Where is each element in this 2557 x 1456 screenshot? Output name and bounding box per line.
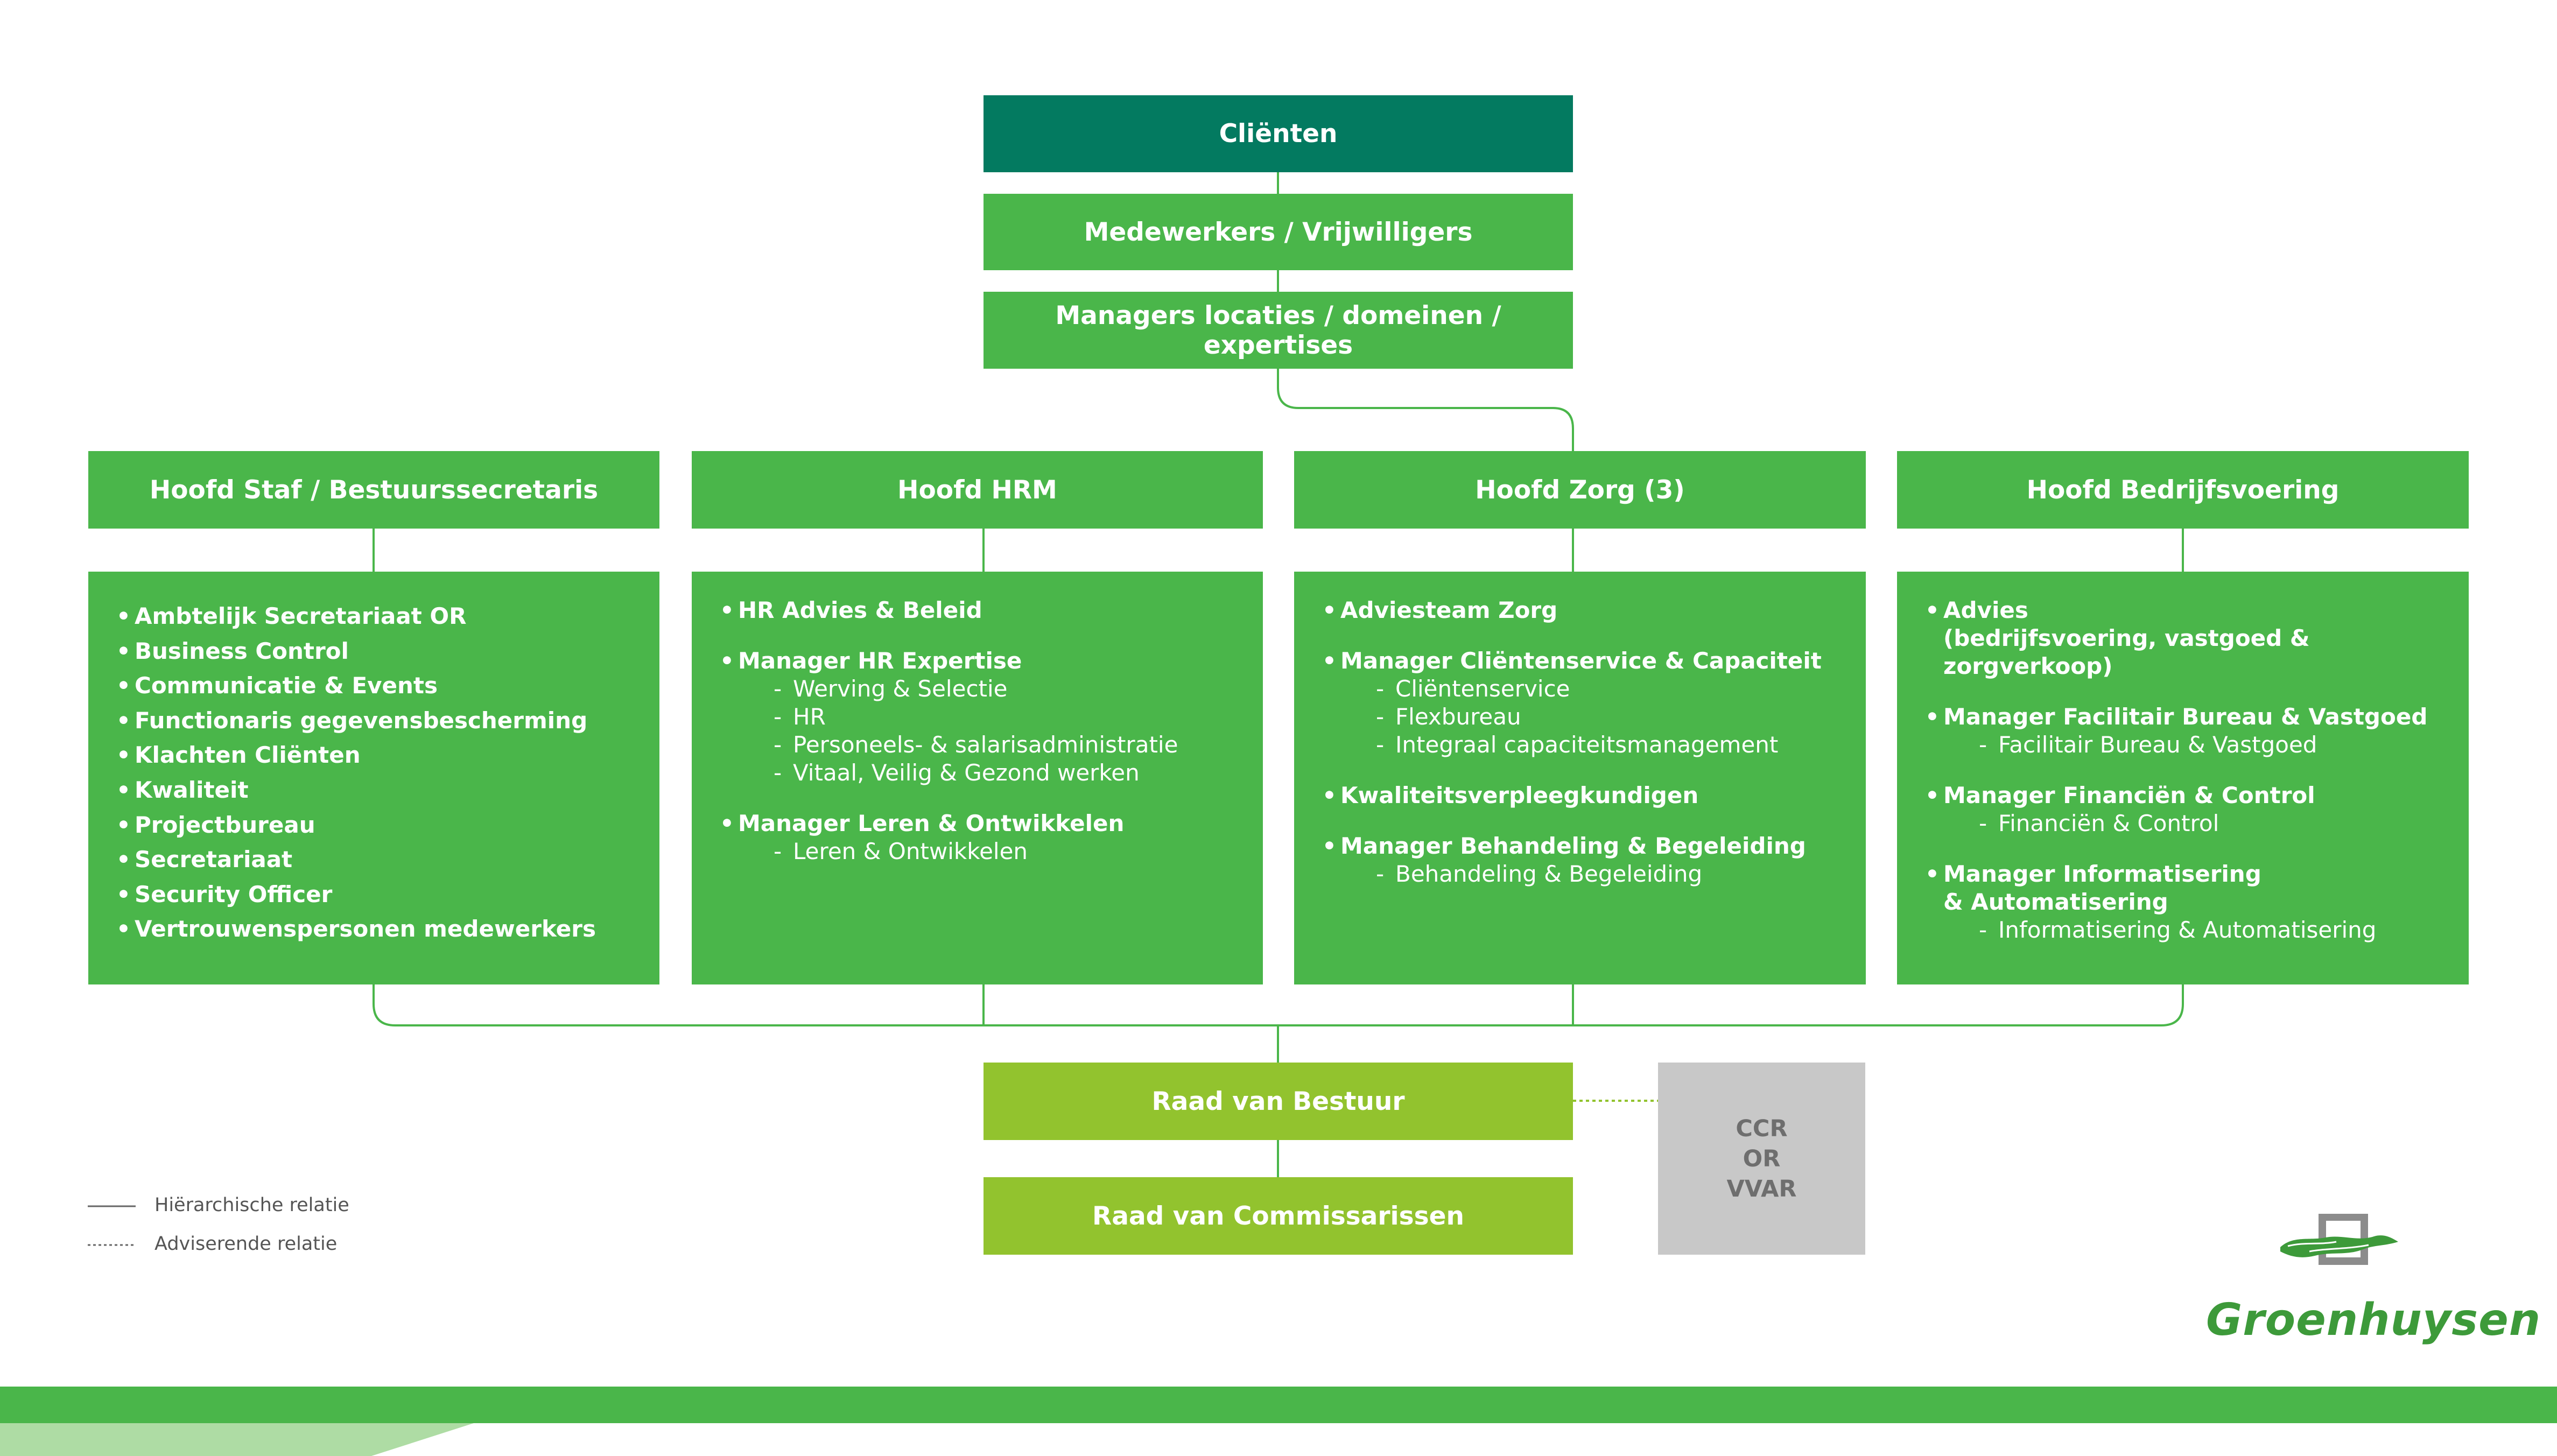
zorg-group: Manager Behandeling & Begeleiding Behand… [1322, 832, 1866, 888]
advisory-vvar: VVAR [1726, 1175, 1797, 1202]
medewerkers-label: Medewerkers / Vrijwilligers [1084, 217, 1473, 247]
hrm-group: Manager HR Expertise Werving & Selectie … [720, 647, 1263, 787]
head-staf-label: Hoofd Staf / Bestuurssecretaris [149, 475, 599, 505]
staf-item: Functionaris gegevensbescherming [116, 704, 659, 738]
bedrijf-group-title: Manager Financiën & Control [1943, 782, 2315, 808]
staf-item: Secretariaat [116, 842, 659, 877]
staf-item: Communicatie & Events [116, 669, 659, 704]
staf-item: Klachten Cliënten [116, 738, 659, 773]
bedrijf-sub-item: Financiën & Control [1943, 810, 2469, 838]
medewerkers-box: Medewerkers / Vrijwilligers [984, 194, 1573, 270]
staf-item: Kwaliteit [116, 773, 659, 808]
bedrijf-group: Manager Financiën & Control Financiën & … [1925, 782, 2469, 838]
bedrijf-group-title: Manager Facilitair Bureau & Vastgoed [1943, 704, 2428, 730]
head-bedrijfsvoering-label: Hoofd Bedrijfsvoering [2026, 475, 2340, 505]
bedrijf-group-continuation: & Automatisering [1943, 889, 2168, 915]
zorg-group-title: Manager Behandeling & Begeleiding [1340, 833, 1806, 859]
raad-van-commissarissen-box: Raad van Commissarissen [984, 1177, 1573, 1255]
head-staf-box: Hoofd Staf / Bestuurssecretaris [88, 451, 659, 529]
zorg-sub-item: Flexbureau [1340, 703, 1866, 731]
head-zorg-box: Hoofd Zorg (3) [1294, 451, 1866, 529]
advisory-or: OR [1743, 1145, 1781, 1172]
head-bedrijfsvoering-box: Hoofd Bedrijfsvoering [1897, 451, 2469, 529]
hrm-sub-item: Vitaal, Veilig & Gezond werken [738, 759, 1263, 787]
zorg-group: Adviesteam Zorg [1322, 596, 1866, 624]
zorg-group-title: Manager Cliëntenservice & Capaciteit [1340, 648, 1822, 674]
managers-label: Managers locaties / domeinen / expertise… [1055, 300, 1501, 360]
hrm-sub-item: Werving & Selectie [738, 675, 1263, 703]
groenhuysen-logo-text: Groenhuysen [2206, 1295, 2541, 1346]
hrm-sub-item: Leren & Ontwikkelen [738, 838, 1263, 866]
managers-box: Managers locaties / domeinen / expertise… [984, 292, 1573, 369]
hrm-group: HR Advies & Beleid [720, 596, 1263, 624]
bedrijf-group: Advies (bedrijfsvoering, vastgoed & zorg… [1925, 596, 2469, 680]
bedrijf-group: Manager Facilitair Bureau & Vastgoed Fac… [1925, 703, 2469, 759]
bedrijf-group-title: Manager Informatisering [1943, 861, 2261, 887]
zorg-group-title: Adviesteam Zorg [1340, 597, 1558, 623]
zorg-panel: Adviesteam Zorg Manager Cliëntenservice … [1294, 572, 1866, 984]
hrm-group-title: Manager HR Expertise [738, 648, 1022, 674]
raad-van-bestuur-label: Raad van Bestuur [1151, 1086, 1405, 1116]
hrm-group-title: Manager Leren & Ontwikkelen [738, 810, 1125, 836]
clienten-label: Cliënten [1219, 119, 1338, 149]
groenhuysen-logo-icon [2280, 1214, 2398, 1265]
bedrijfsvoering-panel: Advies (bedrijfsvoering, vastgoed & zorg… [1897, 572, 2469, 984]
clienten-box: Cliënten [984, 95, 1573, 172]
bedrijf-sub-item: Informatisering & Automatisering [1943, 916, 2469, 944]
legend-adviserend: Adviserende relatie [154, 1233, 338, 1255]
staf-item: Vertrouwenspersonen medewerkers [116, 912, 659, 947]
staf-item: Security Officer [116, 877, 659, 912]
hrm-sub-item: Personeels- & salarisadministratie [738, 731, 1263, 759]
zorg-group: Kwaliteitsverpleegkundigen [1322, 782, 1866, 810]
raad-van-bestuur-box: Raad van Bestuur [984, 1063, 1573, 1140]
staf-item: Projectbureau [116, 808, 659, 843]
bedrijf-group-continuation: (bedrijfsvoering, vastgoed & zorgverkoop… [1943, 625, 2310, 679]
raad-van-commissarissen-label: Raad van Commissarissen [1092, 1201, 1464, 1231]
zorg-sub-item: Integraal capaciteitsmanagement [1340, 731, 1866, 759]
advisory-ccr: CCR [1736, 1115, 1788, 1142]
head-zorg-label: Hoofd Zorg (3) [1475, 475, 1685, 505]
hrm-group: Manager Leren & Ontwikkelen Leren & Ontw… [720, 810, 1263, 866]
advisory-bodies-box: CCR OR VVAR [1658, 1063, 1865, 1255]
staf-panel: Ambtelijk Secretariaat OR Business Contr… [88, 572, 659, 984]
hrm-panel: HR Advies & Beleid Manager HR Expertise … [692, 572, 1263, 984]
bedrijf-group-title: Advies [1943, 597, 2028, 623]
bedrijf-group: Manager Informatisering & Automatisering… [1925, 860, 2469, 944]
bedrijf-sub-item: Facilitair Bureau & Vastgoed [1943, 731, 2469, 759]
staf-item: Business Control [116, 634, 659, 669]
hrm-sub-item: HR [738, 703, 1263, 731]
head-hrm-label: Hoofd HRM [897, 475, 1057, 505]
head-hrm-box: Hoofd HRM [692, 451, 1263, 529]
legend-hierarchisch: Hiërarchische relatie [154, 1194, 349, 1216]
zorg-sub-item: Cliëntenservice [1340, 675, 1866, 703]
zorg-group: Manager Cliëntenservice & Capaciteit Cli… [1322, 647, 1866, 759]
zorg-group-title: Kwaliteitsverpleegkundigen [1340, 782, 1699, 808]
hrm-group-title: HR Advies & Beleid [738, 597, 982, 623]
staf-item: Ambtelijk Secretariaat OR [116, 599, 659, 634]
zorg-sub-item: Behandeling & Begeleiding [1340, 860, 1866, 888]
